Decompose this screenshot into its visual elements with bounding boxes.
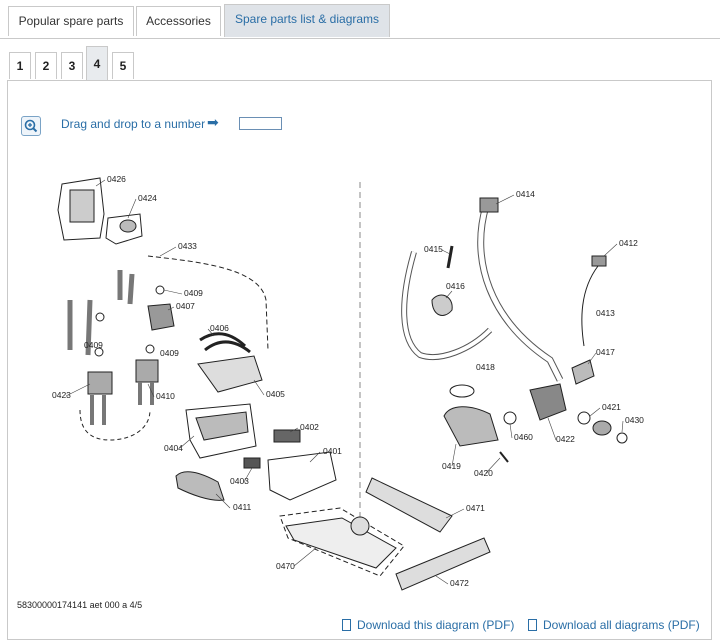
part-label-0410[interactable]: 0410 (156, 391, 175, 401)
download-all-label: Download all diagrams (PDF) (543, 618, 700, 632)
part-0409-washer-b[interactable] (94, 347, 104, 357)
part-0423-connector[interactable] (87, 371, 113, 395)
part-label-0409[interactable]: 0409 (184, 288, 203, 298)
part-label-0414[interactable]: 0414 (516, 189, 535, 199)
part-label-0411[interactable]: 0411 (233, 502, 252, 512)
zoom-button[interactable] (21, 116, 41, 136)
part-0410-connector[interactable] (135, 359, 159, 383)
part-0409-washer-a[interactable] (95, 312, 105, 322)
diagram-page-tabs: 1 2 3 4 5 (0, 44, 720, 80)
part-0416-bracket[interactable] (431, 294, 453, 316)
part-0418-clamp[interactable] (449, 384, 475, 398)
download-this-label: Download this diagram (PDF) (357, 618, 515, 632)
part-0403-clip[interactable] (243, 457, 261, 469)
part-0413-cable[interactable] (581, 265, 599, 347)
page-tab-4[interactable]: 4 (86, 46, 108, 80)
download-this-diagram-link[interactable]: Download this diagram (PDF) (342, 618, 514, 632)
part-label-0415[interactable]: 0415 (424, 244, 443, 254)
download-all-diagrams-link[interactable]: Download all diagrams (PDF) (528, 618, 700, 632)
tab-accessories[interactable]: Accessories (136, 6, 221, 36)
part-label-0460[interactable]: 0460 (514, 432, 533, 442)
part-hose-left[interactable] (67, 299, 93, 356)
part-label-0402[interactable]: 0402 (300, 422, 319, 432)
part-label-0409[interactable]: 0409 (84, 340, 103, 350)
tab-bar: Popular spare parts Accessories Spare pa… (0, 0, 720, 39)
part-0407-valve[interactable] (147, 303, 175, 331)
part-label-0401[interactable]: 0401 (323, 446, 342, 456)
part-label-0418[interactable]: 0418 (476, 362, 495, 372)
part-label-0406[interactable]: 0406 (210, 323, 229, 333)
diagram-panel (7, 80, 712, 640)
part-label-0470[interactable]: 0470 (276, 561, 295, 571)
part-label-0430[interactable]: 0430 (625, 415, 644, 425)
part-0406-hoses[interactable] (199, 332, 247, 348)
part-label-0416[interactable]: 0416 (446, 281, 465, 291)
part-label-0413[interactable]: 0413 (596, 308, 615, 318)
part-0430-ring[interactable] (616, 432, 628, 444)
part-0401-housing[interactable] (267, 451, 337, 501)
page-tab-1[interactable]: 1 (9, 52, 31, 79)
part-0402-cover[interactable] (273, 429, 301, 443)
page-tab-2[interactable]: 2 (35, 52, 57, 79)
arrow-right-icon: ➡ (207, 114, 219, 130)
part-label-0417[interactable]: 0417 (596, 347, 615, 357)
diagram-code: 58300000174141 aet 000 a 4/5 (17, 600, 143, 610)
tab-spare-parts-diagrams[interactable]: Spare parts list & diagrams (224, 4, 390, 37)
part-label-0433[interactable]: 0433 (178, 241, 197, 251)
part-0417-pressure-chamber[interactable] (571, 359, 595, 385)
part-label-0419[interactable]: 0419 (442, 461, 461, 471)
pdf-file-icon (342, 619, 351, 631)
tab-popular-spare-parts[interactable]: Popular spare parts (8, 6, 134, 36)
part-0420-screw[interactable] (499, 451, 509, 463)
part-0405-tray[interactable] (197, 355, 263, 393)
part-label-0405[interactable]: 0405 (266, 389, 285, 399)
part-0412-sensor[interactable] (591, 255, 607, 267)
drag-drop-hint: Drag and drop to a number (61, 117, 206, 131)
part-0422-pump[interactable] (529, 383, 567, 421)
part-label-0407[interactable]: 0407 (176, 301, 195, 311)
part-0409-washer-c[interactable] (145, 344, 155, 354)
part-label-0472[interactable]: 0472 (450, 578, 469, 588)
part-label-0412[interactable]: 0412 (619, 238, 638, 248)
pdf-file-icon (528, 619, 537, 631)
part-0433-hose[interactable] (147, 255, 269, 351)
part-0419-sump[interactable] (443, 406, 499, 447)
part-number-drop-field[interactable] (239, 117, 282, 130)
part-label-0404[interactable]: 0404 (164, 443, 183, 453)
part-label-0423[interactable]: 0423 (52, 390, 71, 400)
part-0409-washer-d[interactable] (155, 285, 165, 295)
part-0415-hose[interactable] (446, 245, 454, 269)
part-label-0420[interactable]: 0420 (474, 468, 493, 478)
part-label-0426[interactable]: 0426 (107, 174, 126, 184)
part-label-0403[interactable]: 0403 (230, 476, 249, 486)
page-tab-5[interactable]: 5 (112, 52, 134, 79)
part-0460-clamp[interactable] (503, 411, 517, 425)
part-label-0424[interactable]: 0424 (138, 193, 157, 203)
page-tab-3[interactable]: 3 (61, 52, 83, 79)
part-label-0409[interactable]: 0409 (160, 348, 179, 358)
part-0421-filter[interactable] (592, 420, 612, 436)
zoom-in-icon (24, 119, 38, 133)
part-0471-rail[interactable] (365, 477, 453, 533)
part-0421-seal[interactable] (577, 411, 591, 425)
part-0411-bellows[interactable] (175, 471, 225, 501)
part-label-0421[interactable]: 0421 (602, 402, 621, 412)
part-0423-hose[interactable] (79, 409, 151, 441)
part-0472-rail[interactable] (395, 537, 491, 591)
part-label-0422[interactable]: 0422 (556, 434, 575, 444)
part-label-0471[interactable]: 0471 (466, 503, 485, 513)
